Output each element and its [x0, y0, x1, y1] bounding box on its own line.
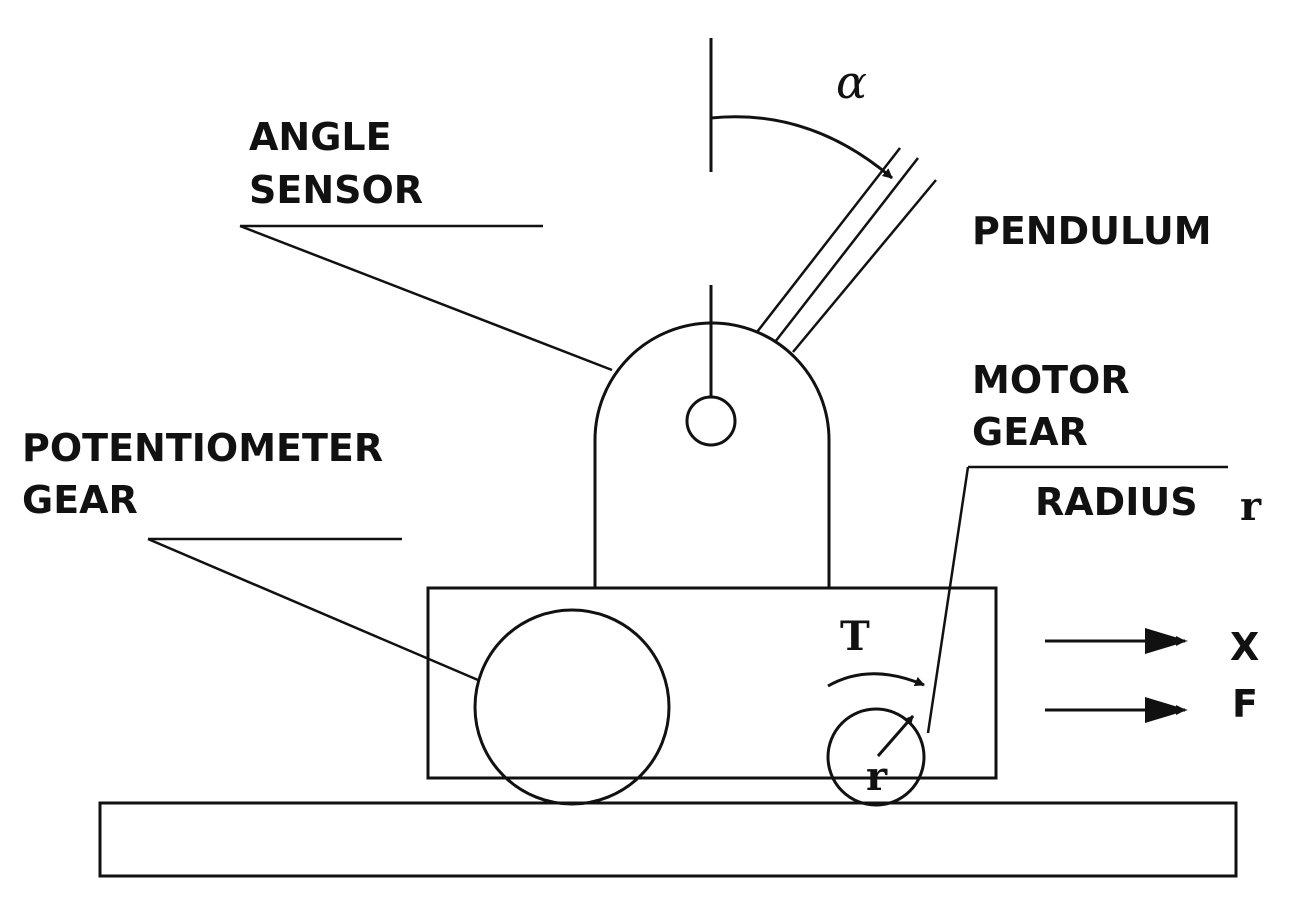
pendulum-label: PENDULUM [972, 209, 1212, 253]
potentiometer-gear [473, 608, 671, 806]
torque-label: T [840, 613, 870, 660]
motor-gear-leader [926, 465, 1228, 734]
torque-arc [827, 672, 925, 688]
angle-sensor-leader [239, 224, 613, 372]
motor-gear [826, 707, 926, 807]
potentiometer-label-line2: GEAR [22, 478, 138, 522]
angle-arc [710, 115, 893, 180]
motor-gear-label-line2: GEAR [972, 410, 1088, 454]
pendulum-rod [756, 147, 937, 353]
radius-label: RADIUS [1035, 480, 1198, 524]
x-arrowhead-fill [1145, 628, 1188, 654]
force-arrowhead-fill [1145, 697, 1188, 723]
radius-arrow [876, 715, 915, 757]
potentiometer-leader [147, 537, 479, 682]
wheel-radius-label: r [866, 753, 888, 800]
motor-gear-label-line1: MOTOR [972, 358, 1130, 402]
force-label: F [1232, 682, 1258, 726]
cart-body [426, 586, 998, 780]
pivot-circle [685, 395, 737, 447]
x-direction-label: X [1230, 625, 1259, 669]
angle-sensor-label-line2: SENSOR [249, 168, 423, 212]
radius-symbol-label: r [1240, 483, 1262, 530]
angle-sensor-label-line1: ANGLE [249, 115, 392, 159]
track-base [98, 801, 1238, 878]
potentiometer-label-line1: POTENTIOMETER [22, 426, 383, 470]
angle-symbol: α [836, 55, 867, 109]
